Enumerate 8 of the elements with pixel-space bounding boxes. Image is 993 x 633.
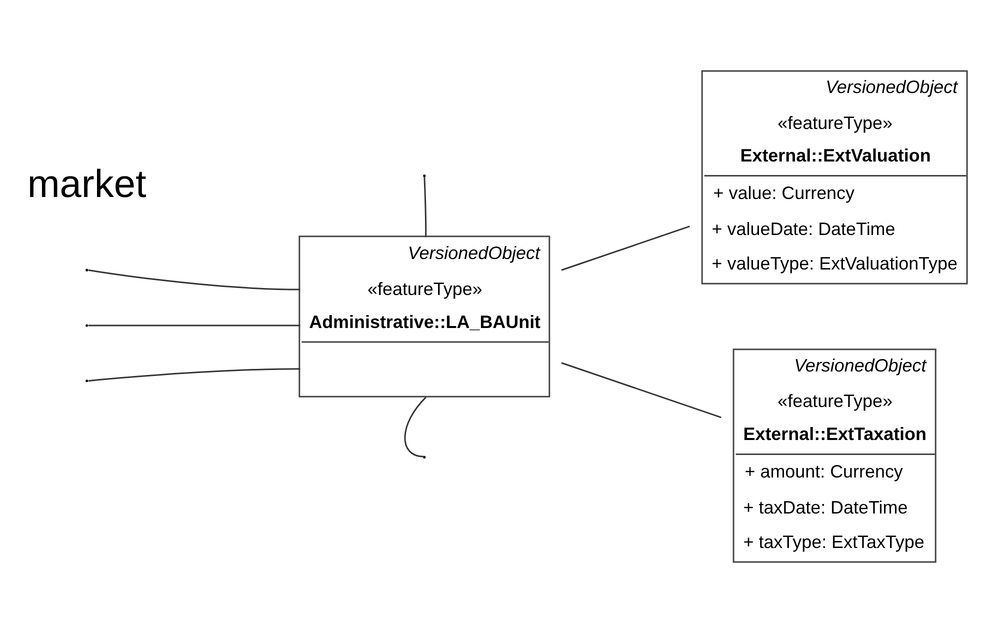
label: market — [26, 163, 146, 206]
connector — [88, 269, 300, 290]
connector — [404, 396, 426, 458]
connector — [560, 226, 690, 271]
connector — [560, 362, 721, 418]
connector — [88, 324, 300, 326]
connector — [88, 368, 300, 382]
connector — [423, 176, 426, 238]
